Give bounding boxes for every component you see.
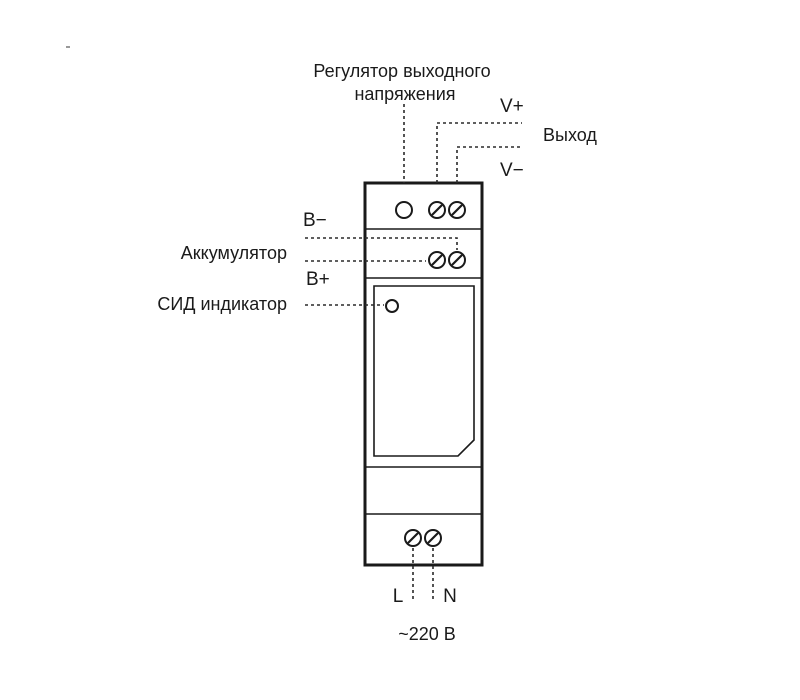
label-v-minus: V− [500, 160, 524, 181]
screw-terminal-b-plus-icon [448, 251, 466, 269]
label-regulator-line1: Регулятор выходного [313, 61, 490, 81]
screw-terminal-v-minus-icon [448, 201, 466, 219]
leader-v-minus [456, 146, 522, 183]
label-b-minus: B− [303, 210, 327, 231]
screw-terminal-l-icon [404, 529, 422, 547]
device-body [363, 181, 484, 567]
label-mains: ~220 В [398, 624, 456, 644]
screw-terminal-v-plus-icon [428, 201, 446, 219]
label-l: L [393, 586, 404, 607]
screw-terminal-b-minus-icon [428, 251, 446, 269]
label-b-plus: B+ [306, 269, 330, 290]
label-output: Выход [543, 125, 597, 145]
label-regulator-line2: напряжения [354, 84, 455, 104]
label-v-plus: V+ [500, 96, 524, 117]
leader-b-minus [305, 237, 458, 250]
front-panel [373, 285, 475, 457]
label-battery: Аккумулятор [181, 243, 287, 263]
regulator-knob-icon [395, 201, 413, 219]
screw-terminal-n-icon [424, 529, 442, 547]
label-led: СИД индикатор [157, 294, 287, 314]
leader-v-plus [436, 122, 522, 183]
label-n: N [443, 586, 457, 607]
led-indicator-icon [385, 299, 399, 313]
